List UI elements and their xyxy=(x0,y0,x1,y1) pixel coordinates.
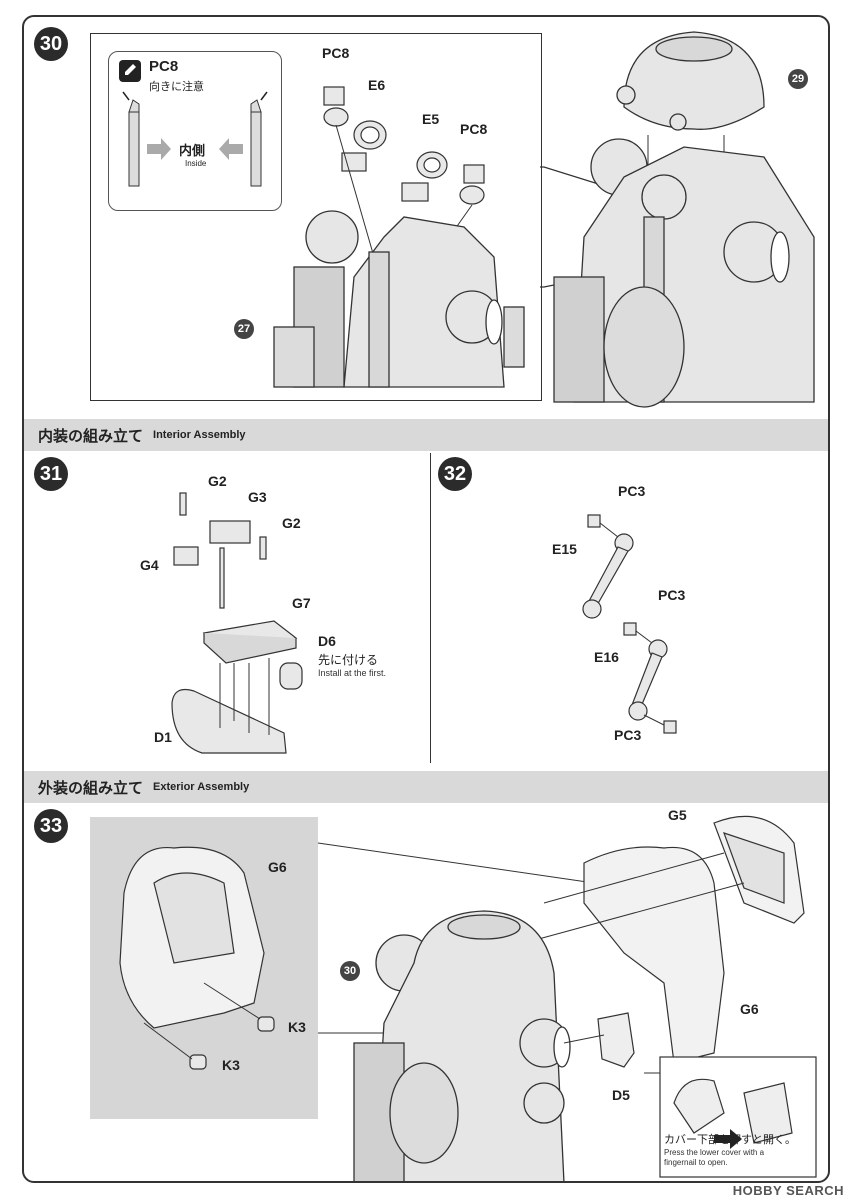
watermark-logo: HOBBY SEARCH xyxy=(732,1183,844,1198)
label-g3: G3 xyxy=(248,489,267,505)
step-number-31: 31 xyxy=(34,457,68,491)
label-g6-b: G6 xyxy=(740,1001,759,1017)
exterior-assembly-band: 外装の組み立て Exterior Assembly xyxy=(24,771,828,803)
label-pc3-c: PC3 xyxy=(614,727,642,743)
cover-note-en-line2: fingernail to open. xyxy=(664,1158,728,1167)
d5-part xyxy=(597,1012,635,1068)
note-inside-jp: 内側 xyxy=(179,143,206,158)
cover-note-en-line1: Press the lower cover with a xyxy=(664,1148,765,1157)
note-inside-en: Inside xyxy=(185,159,207,168)
exterior-band-jp: 外装の組み立て xyxy=(38,779,144,797)
note-part-label: PC8 xyxy=(149,58,179,75)
e15-arm xyxy=(587,546,629,608)
interior-band-jp: 内装の組み立て xyxy=(38,427,144,445)
pc8-part-b xyxy=(459,164,485,205)
label-pc8-a: PC8 xyxy=(322,45,350,61)
reference-step-29: 29 xyxy=(788,69,808,89)
label-g2-a: G2 xyxy=(208,473,227,489)
step31-illustration xyxy=(171,492,303,754)
g2-pin-b xyxy=(259,536,267,560)
g5-part xyxy=(713,815,805,924)
connecting-rod xyxy=(219,547,225,609)
pc8-orientation-note: PC8 向きに注意 内側 Inside xyxy=(108,51,282,211)
robot-body-left xyxy=(273,210,525,388)
pc3-cap-b xyxy=(623,622,637,636)
g3-part xyxy=(209,520,251,544)
step-number-32: 32 xyxy=(438,457,472,491)
robot-body-right xyxy=(553,138,815,408)
e6-part xyxy=(341,120,387,172)
g6-main-part xyxy=(583,846,725,1064)
label-e16: E16 xyxy=(594,649,619,665)
lower-cover xyxy=(743,1082,793,1144)
note-caution-text: 向きに注意 xyxy=(149,81,204,93)
reference-step-27: 27 xyxy=(234,319,254,339)
label-k3-a: K3 xyxy=(288,1019,306,1035)
label-g7: G7 xyxy=(292,595,311,611)
label-g6-a: G6 xyxy=(268,859,287,875)
pc8-part-a xyxy=(323,86,349,127)
interior-band-en: Interior Assembly xyxy=(153,429,246,441)
reference-step-30: 30 xyxy=(340,961,360,981)
pc3-cap-a xyxy=(587,514,601,528)
label-e5: E5 xyxy=(422,111,440,127)
label-k3-b: K3 xyxy=(222,1057,240,1073)
label-g2-b: G2 xyxy=(282,515,301,531)
pc8-orientation-diagram xyxy=(122,91,268,187)
g4-part xyxy=(173,546,199,566)
step32-illustration xyxy=(582,514,677,734)
caution-icon xyxy=(119,60,141,82)
g2-pin-a xyxy=(179,492,187,516)
label-e6: E6 xyxy=(368,77,386,93)
label-pc3-a: PC3 xyxy=(618,483,646,499)
step30-detail-box xyxy=(90,33,542,401)
d6-part xyxy=(279,662,303,690)
interior-assembly-band: 内装の組み立て Interior Assembly xyxy=(24,419,828,451)
g6-detail-part xyxy=(119,846,265,1029)
label-d6: D6 xyxy=(318,633,336,649)
pc3-cap-c xyxy=(663,720,677,734)
d6-note-en: Install at the first. xyxy=(318,668,387,678)
d6-note-jp: 先に付ける xyxy=(318,653,379,667)
e16-arm xyxy=(631,652,663,710)
k3-part-a xyxy=(257,1016,275,1032)
exterior-band-en: Exterior Assembly xyxy=(153,781,250,793)
step31-32-divider xyxy=(430,453,431,763)
robot-assembled xyxy=(353,910,571,1181)
e16-joint-bottom xyxy=(628,701,648,721)
k3-part-b xyxy=(189,1054,207,1070)
step33-illustration xyxy=(119,815,817,1181)
press-arrow-icon xyxy=(714,1129,742,1149)
label-d1: D1 xyxy=(154,729,172,745)
cover-note-jp: カバー下部を押すと開く。 xyxy=(664,1134,796,1146)
label-d5: D5 xyxy=(612,1087,630,1103)
manual-page-frame: 30 PC8 向きに注意 内側 Inside xyxy=(22,15,830,1183)
d1-part xyxy=(171,688,287,754)
step30-illustration xyxy=(273,31,815,408)
label-g4: G4 xyxy=(140,557,159,573)
step-number-30: 30 xyxy=(34,27,68,61)
e15-joint-bottom xyxy=(582,599,602,619)
label-pc3-b: PC3 xyxy=(658,587,686,603)
label-g5: G5 xyxy=(668,807,687,823)
e5-part xyxy=(401,151,448,202)
label-pc8-b: PC8 xyxy=(460,121,488,137)
finger-shape xyxy=(673,1078,725,1134)
robot-dome-right xyxy=(616,31,765,131)
label-e15: E15 xyxy=(552,541,577,557)
step-number-33: 33 xyxy=(34,809,68,843)
